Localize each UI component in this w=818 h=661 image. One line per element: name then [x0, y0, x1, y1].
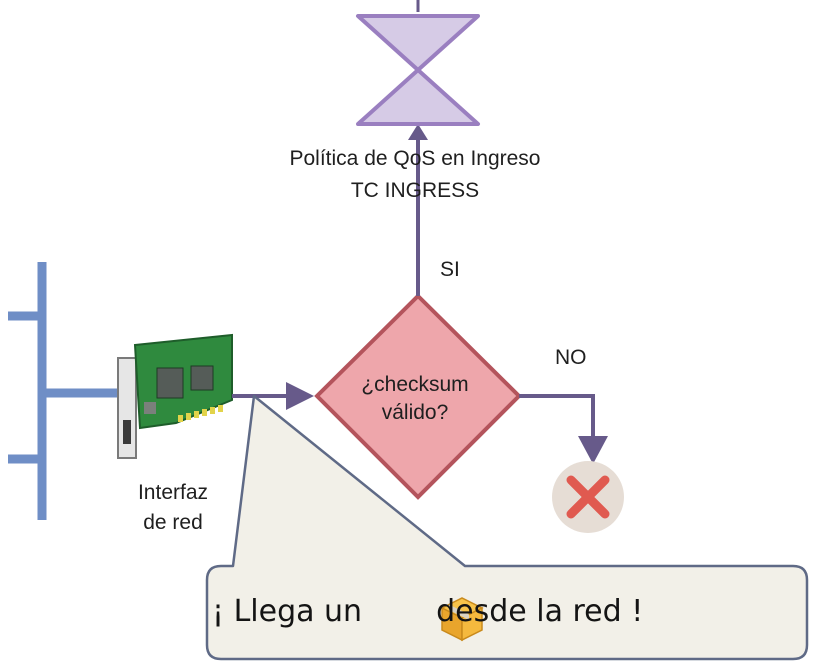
arrow-head-to-check — [286, 382, 314, 410]
arrow-head-down — [578, 436, 608, 464]
qos-policy-title: Política de QoS en Ingreso — [289, 147, 541, 170]
arrow-no-right — [519, 394, 595, 440]
nic-label-line2: de red — [143, 511, 203, 534]
callout-prefix: ¡ Llega un — [212, 594, 363, 629]
network-bus — [8, 262, 118, 520]
yes-branch-label: SI — [440, 258, 460, 281]
package-icon — [440, 597, 484, 642]
checksum-decision-diamond — [314, 293, 522, 500]
x-mark-icon — [552, 461, 624, 533]
nic-label-line1: Interfaz — [137, 481, 209, 504]
arrow-head-up — [408, 124, 428, 140]
hourglass-icon — [356, 0, 480, 126]
package-icon-slot — [374, 611, 414, 612]
decision-label-line2: válido? — [381, 401, 449, 424]
callout-suffix: desde la red ! — [436, 594, 644, 629]
qos-policy-subtitle: TC INGRESS — [350, 179, 480, 202]
decision-label-line1: ¿checksum — [361, 373, 469, 396]
callout-bubble — [205, 394, 809, 661]
no-branch-label: NO — [555, 346, 587, 369]
callout-text: ¡ Llega un desde la red ! — [212, 594, 812, 629]
network-card-icon — [117, 333, 233, 459]
